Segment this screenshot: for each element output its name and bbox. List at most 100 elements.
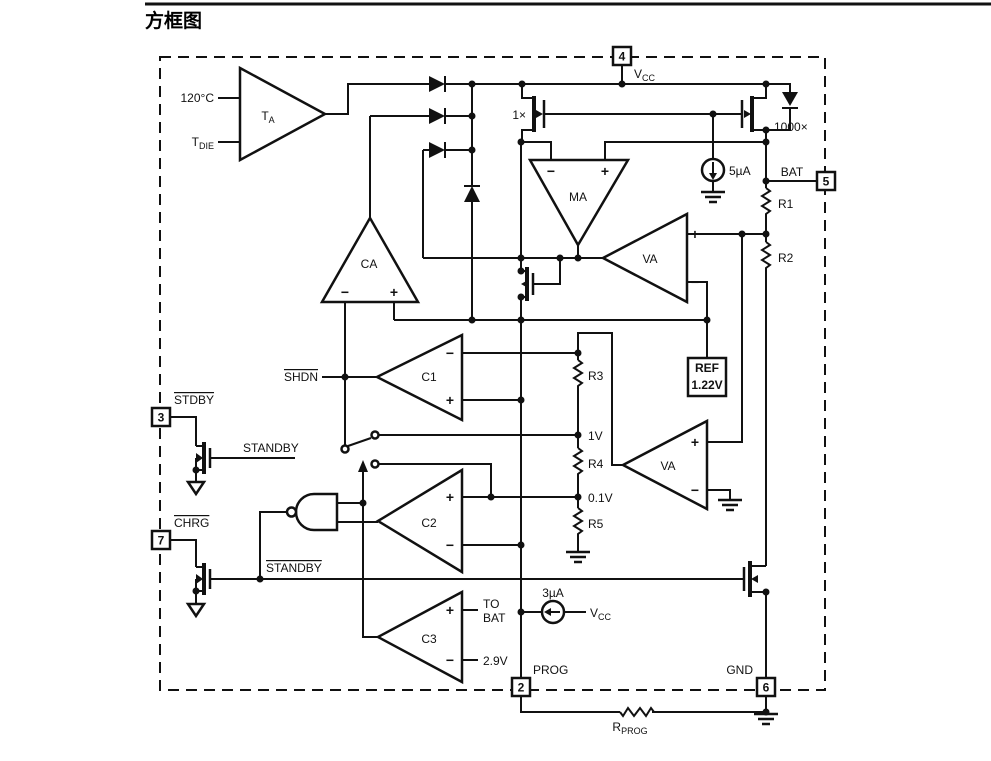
c3-minus-sign: − <box>446 652 454 668</box>
ground-stdby <box>185 480 207 497</box>
amp-ca <box>319 215 421 304</box>
bat-net-label: BAT <box>781 165 804 179</box>
rprog-label: RPROG <box>612 720 647 736</box>
mosfet-chrg <box>196 563 212 595</box>
ground-r5 <box>566 550 590 564</box>
gnd-pin-label: GND <box>726 663 753 677</box>
resistor-r3 <box>572 359 584 390</box>
comparator-c3-label: C3 <box>421 632 437 646</box>
mosfet-1x-label: 1× <box>512 108 526 122</box>
amp-ta-label: TA <box>261 109 274 125</box>
ground-5ua <box>701 190 725 204</box>
comparator-c2-label: C2 <box>421 516 437 530</box>
resistor-r4 <box>572 447 584 478</box>
comparator-c1-label: C1 <box>421 370 437 384</box>
r4-label: R4 <box>588 457 604 471</box>
standby-bar-label: STANDBY <box>266 561 322 575</box>
ma-minus-sign: − <box>547 163 555 179</box>
c2-minus-sign: − <box>446 537 454 553</box>
amp-ta <box>238 65 328 163</box>
amp-va2-label: VA <box>660 459 675 473</box>
or-diode-1 <box>429 76 446 92</box>
comparator-c3 <box>375 589 464 685</box>
amp-va2 <box>620 418 709 512</box>
standby-gate-label: STANDBY <box>243 441 299 455</box>
tdie-label: TDIE <box>192 135 214 151</box>
pin-bat: 5 <box>815 170 837 192</box>
ref-block: REF 1.22V <box>686 356 728 398</box>
comparator-c2 <box>375 467 464 575</box>
chip-boundary <box>159 56 826 691</box>
c2-plus-sign: + <box>446 489 454 505</box>
pin-prog-number: 2 <box>518 681 525 695</box>
r5-label: R5 <box>588 517 604 531</box>
chrg-pin-label: CHRG <box>174 516 209 530</box>
pin-stdby: 3 <box>150 406 172 428</box>
vcc-3ua-label: VCC <box>590 606 612 622</box>
ground-chrg <box>185 602 207 619</box>
current-3ua-label: 3µA <box>542 586 564 600</box>
ca-plus-sign: + <box>390 284 398 300</box>
prog-pin-label: PROG <box>533 663 568 677</box>
r1-label: R1 <box>778 197 794 211</box>
mosfet-stdby <box>196 442 212 474</box>
va2-minus-sign: − <box>691 482 699 498</box>
nand-gate <box>285 492 339 532</box>
va1-plus-sign: + <box>691 226 699 242</box>
pin-bat-number: 5 <box>823 175 830 189</box>
pin-vcc: 4 <box>611 45 633 67</box>
pin-gnd: 6 <box>755 676 777 698</box>
junction-dots <box>192 80 770 716</box>
shdn-label: SHDN <box>284 370 318 384</box>
pin-gnd-number: 6 <box>763 681 770 695</box>
resistor-rprog <box>619 706 655 718</box>
amp-ma <box>527 158 631 248</box>
ground-va2 <box>718 498 742 512</box>
mosfet-1000x-label: 1000× <box>774 120 808 134</box>
va1-minus-sign: − <box>691 274 699 290</box>
resistor-r5 <box>572 507 584 538</box>
or-diode-3 <box>429 142 446 158</box>
va2-plus-sign: + <box>691 434 699 450</box>
current-5ua-label: 5µA <box>729 164 751 178</box>
ref-label: REF <box>695 361 719 375</box>
comparator-c1 <box>374 332 464 423</box>
pin-chrg: 7 <box>150 529 172 551</box>
amp-va1-label: VA <box>642 252 657 266</box>
v29-label: 2.9V <box>483 654 508 668</box>
to-bat-label-1: TO <box>483 597 499 611</box>
c3-plus-sign: + <box>446 602 454 618</box>
ca-minus-sign: − <box>341 284 349 300</box>
tap-01v-label: 0.1V <box>588 491 613 505</box>
tap-1v-label: 1V <box>588 429 603 443</box>
c1-minus-sign: − <box>446 345 454 361</box>
temp-threshold-label: 120°C <box>181 91 215 105</box>
r3-label: R3 <box>588 369 604 383</box>
resistor-r2 <box>760 241 772 272</box>
c1-plus-sign: + <box>446 392 454 408</box>
or-diode-2 <box>429 108 446 124</box>
mosfet-prog <box>521 267 535 301</box>
stdby-pin-label: STDBY <box>174 393 214 407</box>
ref-value: 1.22V <box>691 378 722 392</box>
clamp-diode <box>464 185 480 202</box>
body-diode <box>782 92 798 109</box>
current-source-3ua <box>540 599 566 625</box>
amp-ca-label: CA <box>361 257 378 271</box>
pin-vcc-number: 4 <box>619 50 626 64</box>
pin-stdby-number: 3 <box>158 411 165 425</box>
selector-switch <box>340 430 380 472</box>
resistor-r1 <box>760 187 772 218</box>
to-bat-label-2: BAT <box>483 611 506 625</box>
page-title: 方框图 <box>145 9 202 32</box>
current-source-5ua <box>700 157 726 183</box>
vcc-rail-label: VCC <box>634 67 656 83</box>
mosfet-1x <box>532 96 546 132</box>
amp-va1 <box>600 211 689 305</box>
pin-prog: 2 <box>510 676 532 698</box>
mosfet-divider <box>742 561 758 597</box>
ma-plus-sign: + <box>601 163 609 179</box>
mosfet-1000x <box>740 96 754 132</box>
